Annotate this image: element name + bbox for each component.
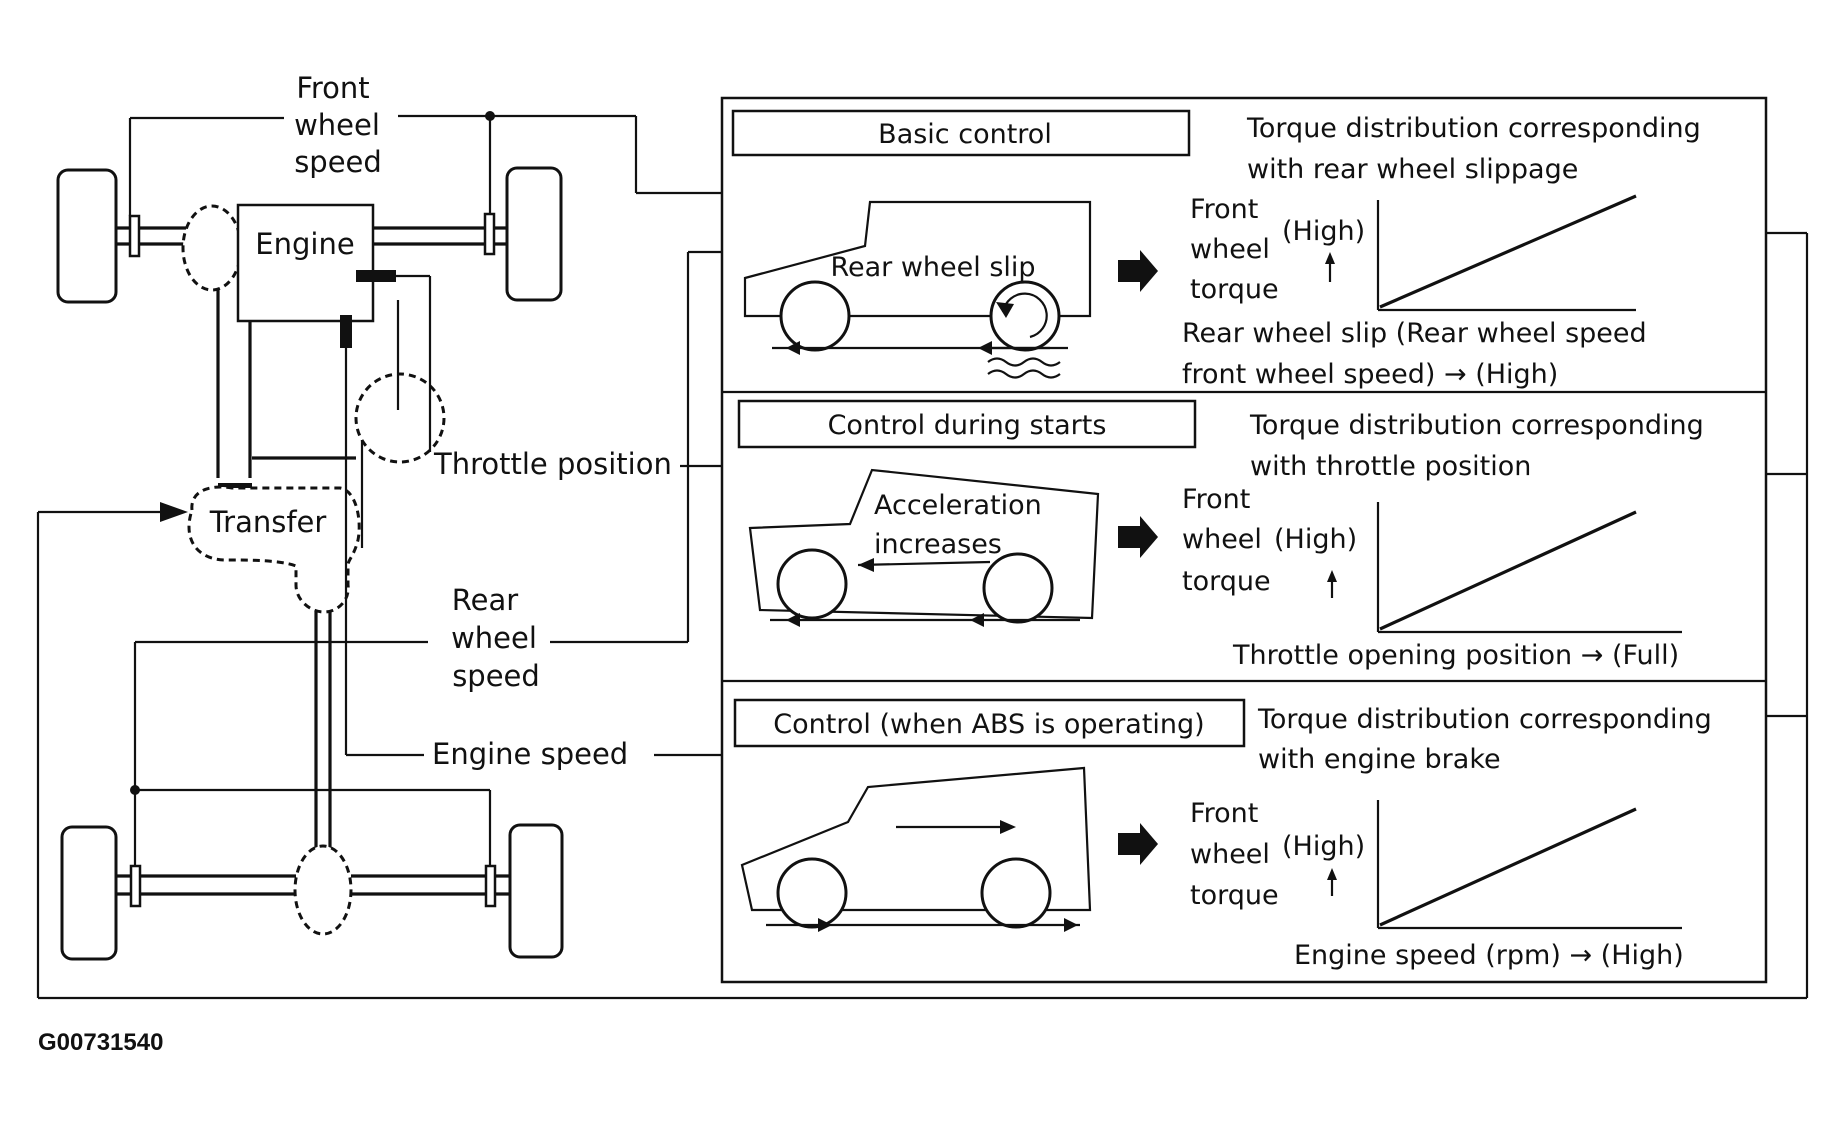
transfer-case [187, 485, 361, 614]
front-differential [181, 204, 243, 292]
engine-speed-label: Engine speed [432, 737, 628, 771]
result-arrow [1118, 823, 1158, 865]
x-axis-label-2: front wheel speed) → (High) [1182, 359, 1558, 390]
panel-control-during-starts: Control during starts Torque distributio… [737, 399, 1704, 671]
y-axis-label-2: wheel [1190, 839, 1270, 870]
schematic-labels: Front wheel speed Throttle position Rear… [38, 71, 672, 1056]
front-wheel-speed-label-1: Front [296, 71, 369, 105]
panel-description-1: Torque distribution corresponding [1257, 704, 1712, 735]
slippery-surface-wave [987, 357, 1061, 367]
graph-line [1379, 194, 1637, 309]
control-frame [720, 96, 1768, 984]
car-rear-wheel [980, 857, 1052, 929]
rear-right-speed-sensor [484, 864, 497, 908]
rear-right-wheel [508, 823, 564, 959]
x-axis-label-1: Rear wheel slip (Rear wheel speed [1182, 318, 1647, 349]
panel-title-box [733, 698, 1246, 748]
rear-wheel-speed-label-1: Rear [452, 583, 518, 617]
rear-differential [293, 844, 353, 936]
car-label-1: Acceleration [874, 490, 1042, 521]
result-arrow [1118, 516, 1158, 558]
panel-title: Control during starts [828, 410, 1107, 441]
throttle-body [354, 372, 446, 464]
control-panels: Basic control Torque distribution corres… [720, 96, 1768, 984]
panel-title-box [737, 399, 1197, 449]
car-label: Rear wheel slip [830, 252, 1035, 283]
panel-basic-control: Basic control Torque distribution corres… [731, 109, 1701, 390]
y-axis-label-3: torque [1182, 566, 1271, 597]
x-axis-label-1: Engine speed (rpm) → (High) [1294, 940, 1684, 971]
y-axis-label-2: wheel [1190, 234, 1270, 265]
front-right-speed-sensor [483, 212, 496, 256]
rear-wheel-speed-label-3: speed [452, 659, 540, 693]
signal-wiring [36, 111, 1809, 1000]
rear-left-wheel [60, 825, 118, 961]
panel-description-2: with engine brake [1258, 744, 1501, 775]
engine-block [236, 203, 375, 323]
throttle-position-label: Throttle position [433, 447, 672, 481]
y-axis-label-3: torque [1190, 880, 1279, 911]
rear-left-speed-sensor [129, 864, 142, 908]
y-axis-label-1: Front [1190, 798, 1258, 829]
acceleration-arrow [857, 560, 991, 567]
y-axis-label-1: Front [1190, 194, 1258, 225]
panel-description-1: Torque distribution corresponding [1246, 113, 1701, 144]
figure-code: G00731540 [38, 1029, 163, 1056]
car-rear-wheel [989, 280, 1061, 352]
panel-title: Basic control [878, 119, 1052, 150]
panel-control-abs: Control (when ABS is operating) Torque d… [733, 698, 1712, 971]
front-left-speed-sensor [128, 214, 141, 258]
car-label-2: increases [874, 529, 1002, 560]
front-wheel-speed-label-2: wheel [294, 108, 380, 142]
graph-line [1379, 510, 1637, 631]
y-high-label: (High) [1282, 216, 1365, 247]
engine-speed-sensor-block [340, 315, 352, 348]
car-rear-wheel [982, 552, 1054, 624]
graph-line [1379, 807, 1637, 927]
wheel-spin-arrow [1001, 292, 1048, 339]
panel-description-2: with rear wheel slippage [1247, 154, 1578, 185]
y-axis-label-3: torque [1190, 274, 1279, 305]
y-axis-label-1: Front [1182, 484, 1250, 515]
throttle-sensor-block [356, 270, 396, 282]
x-axis-label-1: Throttle opening position → (Full) [1232, 640, 1679, 671]
car-front-wheel [779, 280, 851, 352]
car-body [743, 200, 1092, 318]
panel-description-1: Torque distribution corresponding [1249, 410, 1704, 441]
transfer-label: Transfer [209, 505, 327, 539]
rear-wheel-speed-label-2: wheel [451, 621, 537, 655]
car-body [748, 468, 1100, 620]
front-right-wheel [505, 166, 563, 302]
front-left-wheel [56, 168, 118, 304]
y-high-label: (High) [1274, 524, 1357, 555]
drivetrain-schematic: Engine Transfer [56, 166, 564, 961]
panel-description-2: with throttle position [1250, 451, 1531, 482]
car-body [740, 766, 1092, 912]
y-high-label: (High) [1282, 831, 1365, 862]
panel-title: Control (when ABS is operating) [773, 709, 1204, 740]
panel-title-box [731, 109, 1191, 157]
engine-label: Engine [255, 227, 354, 261]
y-axis-label-2: wheel [1182, 524, 1262, 555]
result-arrow [1118, 250, 1158, 292]
front-wheel-speed-label-3: speed [294, 145, 382, 179]
car-front-wheel [776, 548, 848, 620]
car-front-wheel [776, 857, 848, 929]
